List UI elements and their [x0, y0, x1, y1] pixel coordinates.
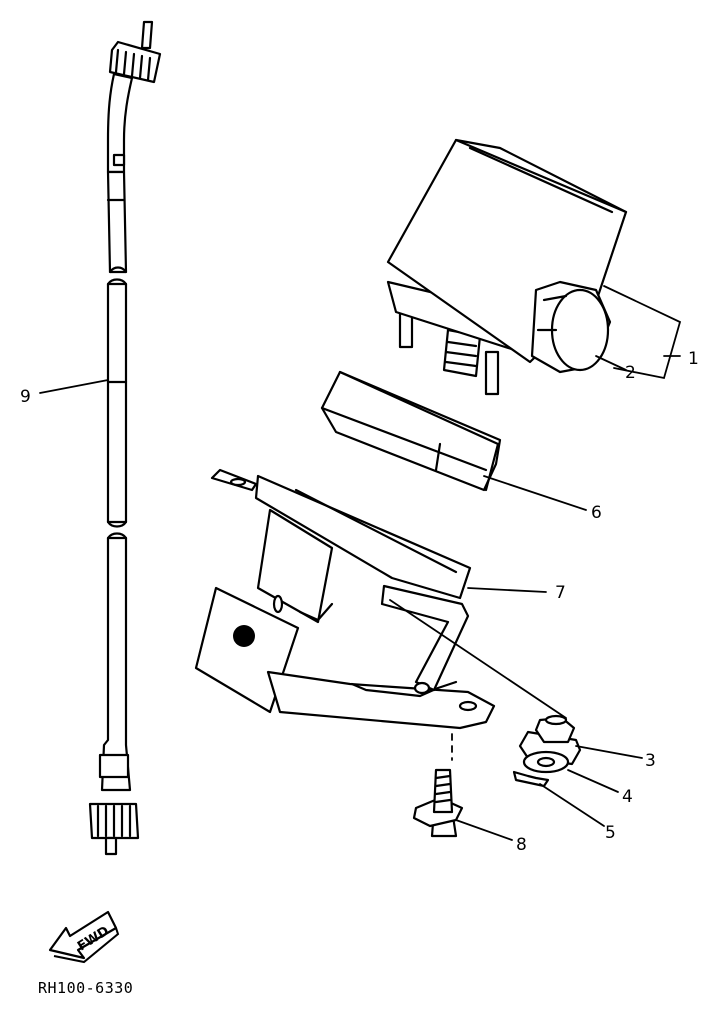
callout-8: 8: [516, 835, 527, 855]
callout-7: 7: [555, 583, 566, 603]
callout-4: 4: [622, 787, 633, 807]
damper-cushion: [320, 370, 502, 492]
callout-1: 1: [688, 349, 699, 369]
reference-code: RH100-6330: [38, 979, 133, 997]
callout-3: 3: [645, 751, 656, 771]
reset-knob: [530, 280, 612, 374]
leader-lines: [39, 285, 682, 841]
spacer: [512, 770, 550, 788]
callout-5: 5: [605, 823, 616, 843]
washer: [522, 750, 570, 774]
callout-9: 9: [20, 387, 31, 407]
fwd-arrow-icon: FWD: [48, 910, 120, 964]
callout-2: 2: [625, 363, 636, 383]
callout-6: 6: [591, 503, 602, 523]
meter-bracket: [194, 468, 496, 730]
bolt: [412, 768, 464, 838]
speedometer-cable: [88, 20, 162, 856]
speedometer-assembly: [386, 138, 628, 396]
